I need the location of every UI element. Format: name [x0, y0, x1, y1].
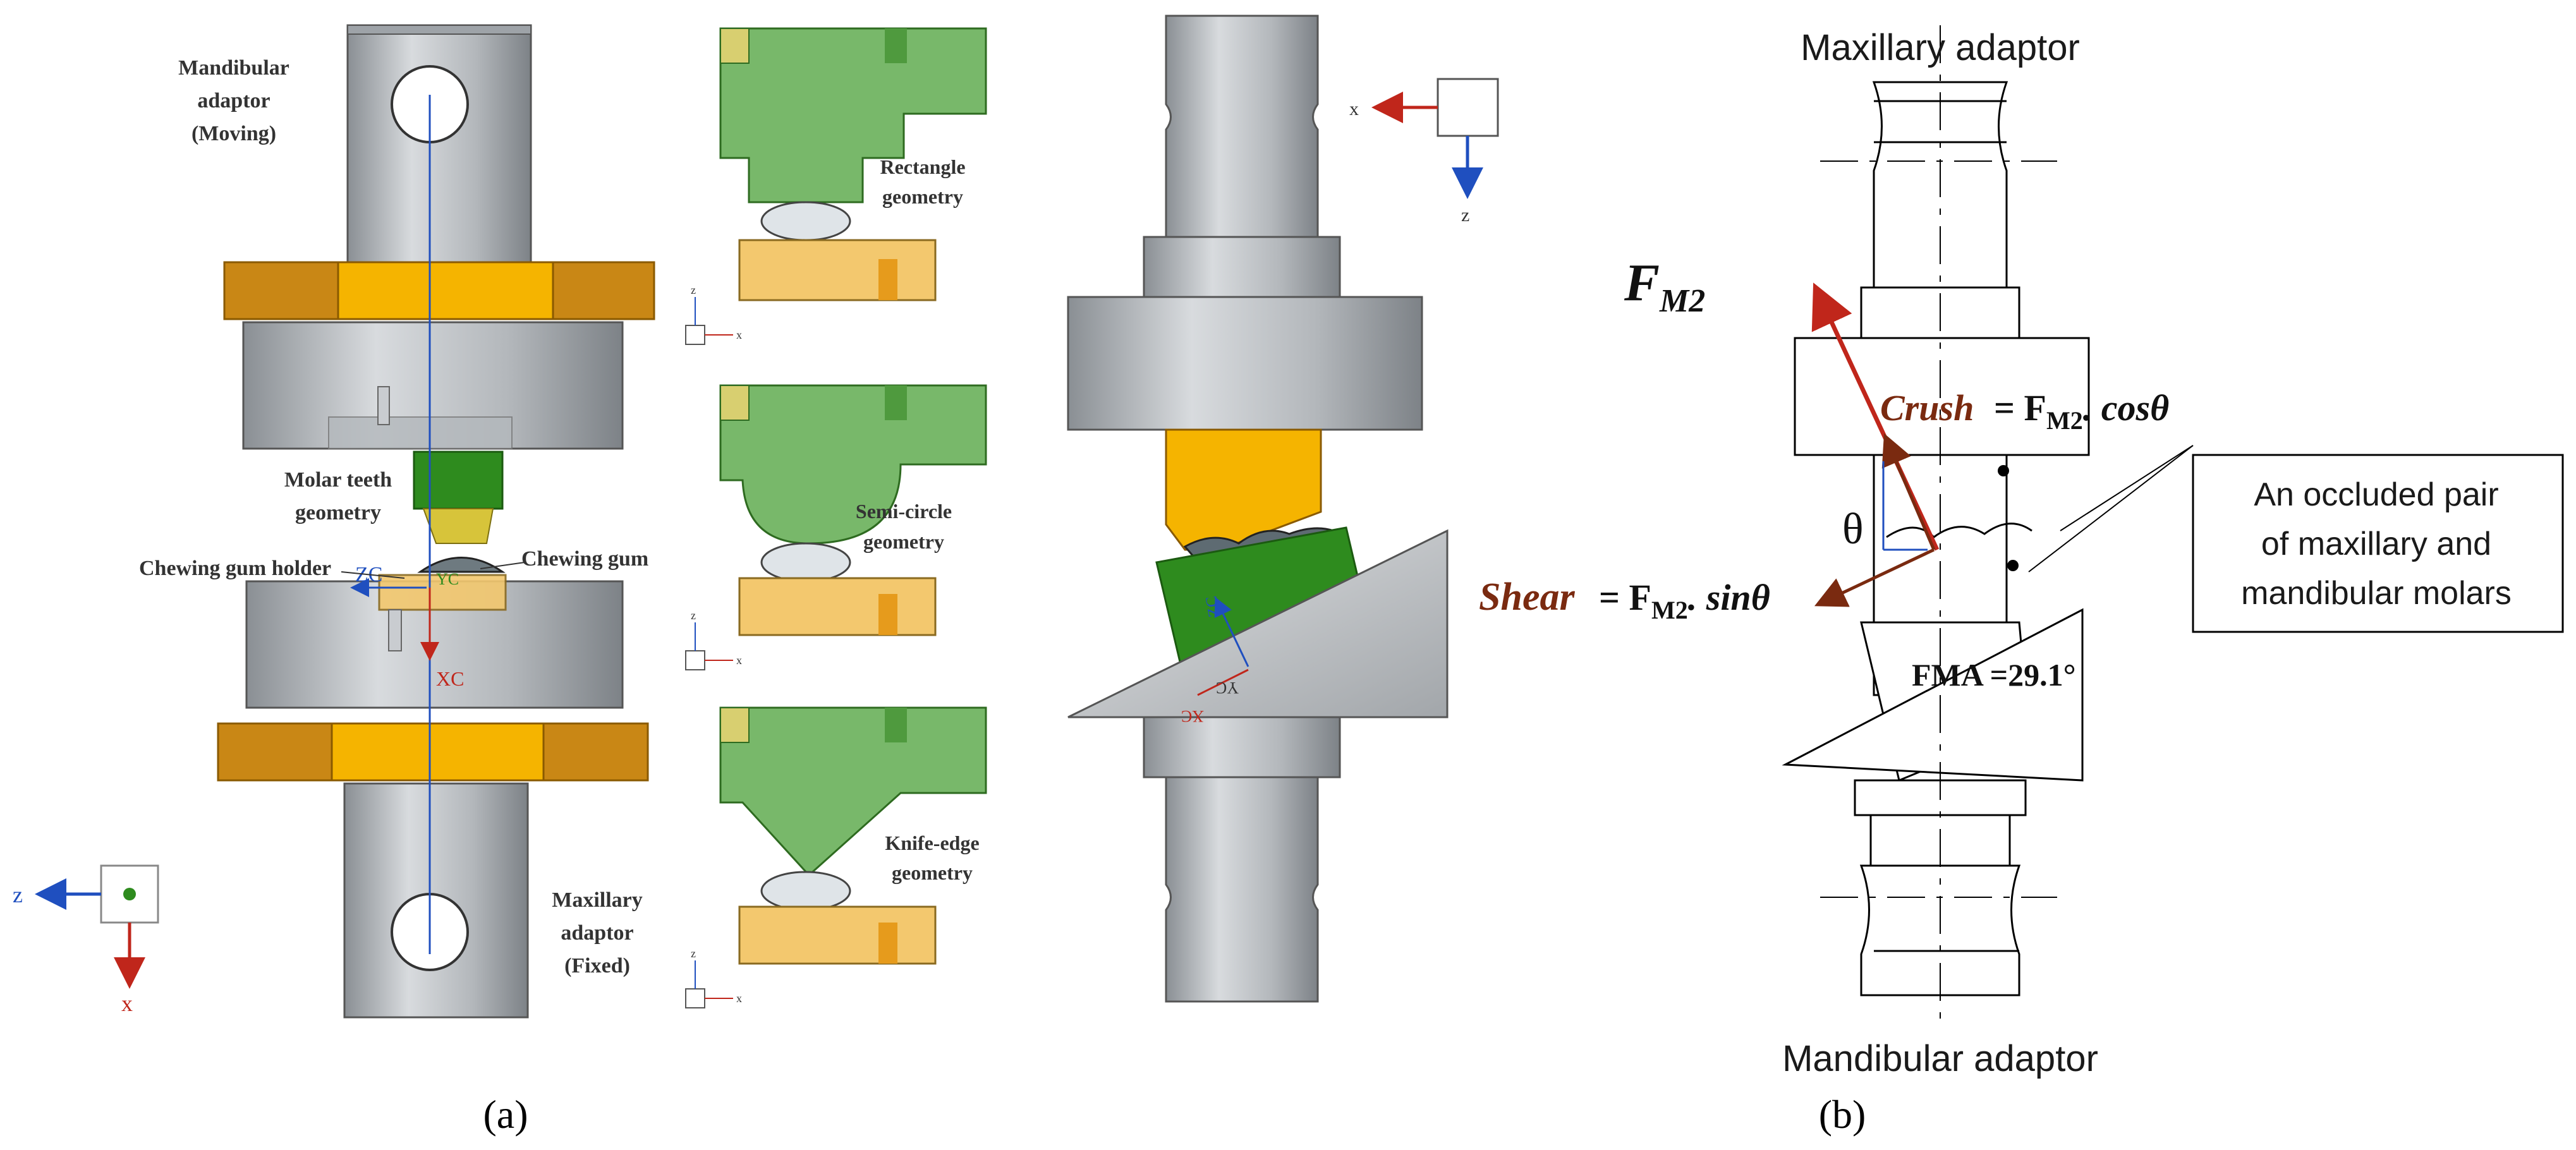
iso-axis-h: x [1349, 99, 1359, 119]
maxillary-label-l2: adaptor [561, 921, 633, 945]
callout-l2: of maxillary and [2261, 526, 2491, 562]
panel-a-labels: Mandibular adaptor (Moving) Molar teeth … [139, 56, 648, 978]
rectangle-label-l2: geometry [882, 185, 963, 208]
small-triad-3-h: x [736, 992, 742, 1005]
iso-assembly: ZC YC XC [1067, 15, 1449, 1003]
theta-label: θ [1842, 505, 1864, 554]
small-triad-3: z x [685, 947, 742, 1008]
force-label: FM2 [1624, 253, 1705, 319]
callout-l3: mandibular molars [2241, 575, 2512, 612]
iso-zc: ZC [1202, 595, 1224, 619]
chewing-gum-shape [417, 557, 506, 573]
panel-b-drawing [1782, 25, 2090, 1030]
shear-word: Shear [1479, 576, 1575, 619]
mandibular-label-l3: (Moving) [191, 122, 276, 145]
iso-axis-v: z [1461, 205, 1469, 226]
maxillary-label-l1: Maxillary [552, 888, 643, 912]
small-triad-1-h: x [736, 329, 742, 341]
main-axis-v: x [121, 991, 133, 1016]
maxillary-label-l3: (Fixed) [564, 954, 630, 978]
gum-holder-label: Chewing gum holder [139, 557, 331, 580]
molar-label-l2: geometry [295, 501, 381, 524]
panel-b-text: Maxillary adaptor Mandibular adaptor FM2… [1479, 27, 2564, 1079]
upper-molar [413, 451, 504, 510]
maxillary-adaptor-label: Maxillary adaptor [1801, 27, 2080, 68]
iso-xc: XC [1181, 707, 1204, 725]
small-triad-2: z x [685, 609, 742, 670]
iso-axis-triad: x z [1349, 78, 1499, 226]
semicircle-label-l1: Semi-circle [856, 500, 952, 523]
gum-holder-shape [378, 574, 507, 611]
small-triad-1: z x [685, 284, 742, 345]
shear-arrow [1814, 548, 1935, 607]
crush-arrow [1881, 433, 1936, 550]
cad-yc-label: YC [436, 570, 459, 588]
small-triad-2-v: z [691, 609, 696, 622]
knife-label-l1: Knife-edge [885, 832, 979, 854]
panel-b-marks [1811, 282, 2194, 607]
geometry-rectangle: Rectangle geometry [719, 27, 987, 301]
mandibular-label-l2: adaptor [197, 89, 270, 112]
shear-eq: = FM2. sinθ [1599, 577, 1770, 624]
callout-box [2192, 454, 2564, 633]
chewing-gum-label: Chewing gum [521, 547, 648, 571]
geometry-semicircle: Semi-circle geometry [719, 384, 987, 636]
iso-yc: YC [1216, 679, 1239, 697]
molar-label-l1: Molar teeth [284, 468, 392, 492]
small-triad-3-v: z [691, 947, 696, 960]
cad-xc-label: XC [436, 667, 464, 690]
main-axis-triad: z x [13, 864, 159, 1016]
main-axis-h: z [13, 882, 23, 907]
crush-eq: = FM2. cosθ [1994, 387, 2169, 435]
callout-l1: An occluded pair [2254, 476, 2498, 513]
mandibular-adaptor-label: Mandibular adaptor [1782, 1038, 2098, 1079]
mandibular-label-l1: Mandibular [178, 56, 289, 80]
fma-label: FMA =29.1° [1912, 657, 2076, 693]
small-triad-2-h: x [736, 654, 742, 667]
caption-b: (b) [1819, 1092, 1866, 1137]
semicircle-label-l2: geometry [863, 530, 944, 553]
caption-a: (a) [483, 1092, 528, 1137]
small-triad-1-v: z [691, 284, 696, 296]
knife-label-l2: geometry [892, 861, 973, 884]
crush-word: Crush [1880, 387, 1974, 428]
main-fixture: ZC YC XC [217, 24, 655, 1019]
rectangle-label-l1: Rectangle [880, 155, 965, 178]
geometry-knife-edge: Knife-edge geometry [719, 706, 987, 965]
